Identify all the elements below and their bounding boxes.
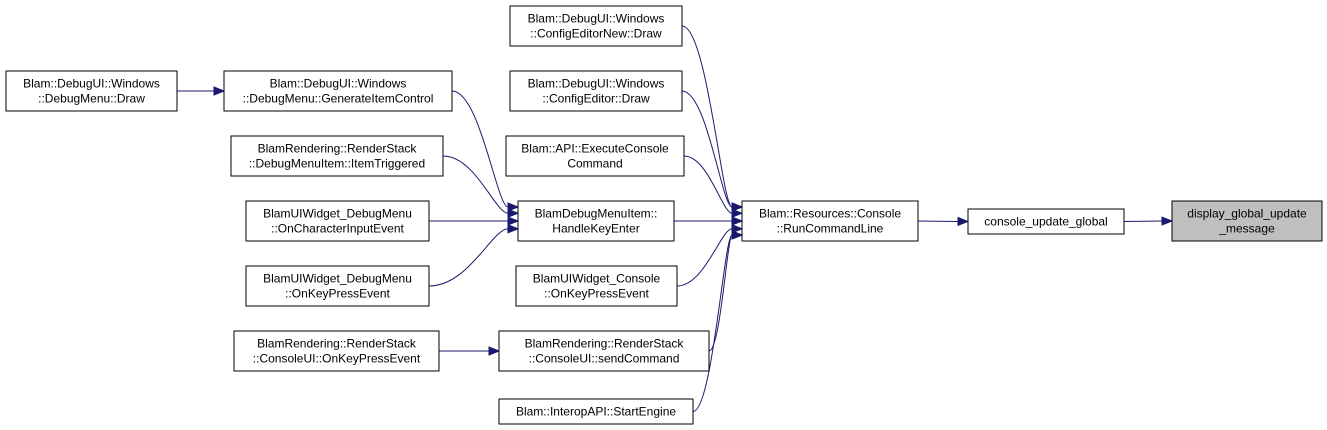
edge-config-editor-new-draw-to-run-command-line [681,25,744,212]
node-label-line: Blam::DebugUI::Windows [528,77,665,91]
node-handle-key-enter[interactable]: BlamDebugMenuItem::HandleKeyEnter [517,200,675,242]
edge-console-update-global-to-display-global-update-message [1123,216,1174,226]
node-box [230,135,444,177]
node-label-line: display_global_update [1187,207,1307,221]
node-send-command[interactable]: BlamRendering::RenderStack::ConsoleUI::s… [498,330,710,372]
node-label-line: ::ConfigEditor::Draw [542,92,650,106]
node-label-line: ::OnKeyPressEvent [285,287,390,301]
node-box [509,5,683,47]
node-box [509,70,683,112]
node-generate-item-control[interactable]: Blam::DebugUI::Windows::DebugMenu::Gener… [223,70,453,112]
edge-handle-key-enter-to-run-command-line [674,216,744,226]
edge-on-character-input-event-to-handle-key-enter [429,216,520,226]
edge-debug-menu-draw-to-generate-item-control [177,86,226,96]
node-label-line: BlamUIWidget_Console [533,272,661,286]
edge-console-on-key-press-event-to-run-command-line [676,224,744,287]
node-console-update-global[interactable]: console_update_global [967,208,1125,235]
node-box [233,330,440,372]
edge-config-editor-draw-to-run-command-line [681,90,744,212]
node-label-line: BlamUIWidget_DebugMenu [263,272,412,286]
nodes-layer: display_global_update_message console_upd… [5,5,1323,425]
node-debug-menu-on-key-press-event[interactable]: BlamUIWidget_DebugMenu::OnKeyPressEvent [245,265,430,307]
edge-run-command-line-to-console-update-global [917,216,970,227]
node-display-global-update-message: display_global_update_message [1171,200,1323,242]
edges-layer [177,25,1174,412]
node-label-line: ::RunCommandLine [777,222,884,236]
node-label-line: ::ConsoleUI::OnKeyPressEvent [253,352,421,366]
node-label-line: Blam::API::ExecuteConsole [521,142,669,156]
node-label-line: console_update_global [984,215,1107,229]
node-config-editor-draw[interactable]: Blam::DebugUI::Windows::ConfigEditor::Dr… [509,70,683,112]
node-debug-menu-draw[interactable]: Blam::DebugUI::Windows::DebugMenu::Draw [5,70,178,112]
node-label-line: ::ConsoleUI::sendCommand [529,352,680,366]
node-on-character-input-event[interactable]: BlamUIWidget_DebugMenu::OnCharacterInput… [245,200,430,242]
node-console-on-key-press-event[interactable]: BlamUIWidget_Console::OnKeyPressEvent [515,265,678,307]
node-box [517,200,675,242]
node-box [1171,200,1323,242]
node-label-line: Blam::DebugUI::Windows [23,77,160,91]
node-box [245,265,430,307]
node-label-line: ::OnKeyPressEvent [544,287,649,301]
node-item-triggered[interactable]: BlamRendering::RenderStack::DebugMenuIte… [230,135,444,177]
node-box [5,70,178,112]
edge-console-uion-key-press-event-to-send-command [439,346,501,356]
edge-start-engine-to-run-command-line [692,230,744,412]
node-label-line: BlamDebugMenuItem:: [535,207,658,221]
node-label-line: Blam::DebugUI::Windows [270,77,407,91]
node-start-engine[interactable]: Blam::InteropAPI::StartEngine [498,398,694,425]
node-label-line: ::ConfigEditorNew::Draw [530,27,662,41]
node-box [245,200,430,242]
node-label-line: ::OnCharacterInputEvent [271,222,404,236]
node-label-line: Blam::InteropAPI::StartEngine [516,405,676,419]
edge-item-triggered-to-handle-key-enter [442,155,520,218]
node-label-line: BlamRendering::RenderStack [525,337,685,351]
node-label-line: Command [567,157,622,171]
node-box [505,135,685,177]
node-label-line: Blam::DebugUI::Windows [528,12,665,26]
node-label-line: ::DebugMenuItem::ItemTriggered [249,157,425,171]
node-run-command-line[interactable]: Blam::Resources::Console::RunCommandLine [741,200,919,242]
node-label-line: HandleKeyEnter [552,222,639,236]
node-console-uion-key-press-event[interactable]: BlamRendering::RenderStack::ConsoleUI::O… [233,330,440,372]
node-label-line: ::DebugMenu::GenerateItemControl [243,92,434,106]
node-box [498,398,694,425]
edge-send-command-to-run-command-line [708,230,744,352]
node-label-line: ::DebugMenu::Draw [38,92,145,106]
node-box [967,208,1125,235]
node-box [498,330,710,372]
node-label-line: BlamRendering::RenderStack [258,142,418,156]
node-label-line: BlamRendering::RenderStack [257,337,417,351]
node-label-line: BlamUIWidget_DebugMenu [263,207,412,221]
node-box [515,265,678,307]
node-box [223,70,453,112]
node-box [741,200,919,242]
edge-execute-console-command-to-run-command-line [683,155,744,218]
node-label-line: Blam::Resources::Console [759,207,901,221]
edge-generate-item-control-to-handle-key-enter [451,90,520,212]
node-config-editor-new-draw[interactable]: Blam::DebugUI::Windows::ConfigEditorNew:… [509,5,683,47]
node-label-line: _message [1218,222,1275,236]
edge-debug-menu-on-key-press-event-to-handle-key-enter [428,224,520,287]
